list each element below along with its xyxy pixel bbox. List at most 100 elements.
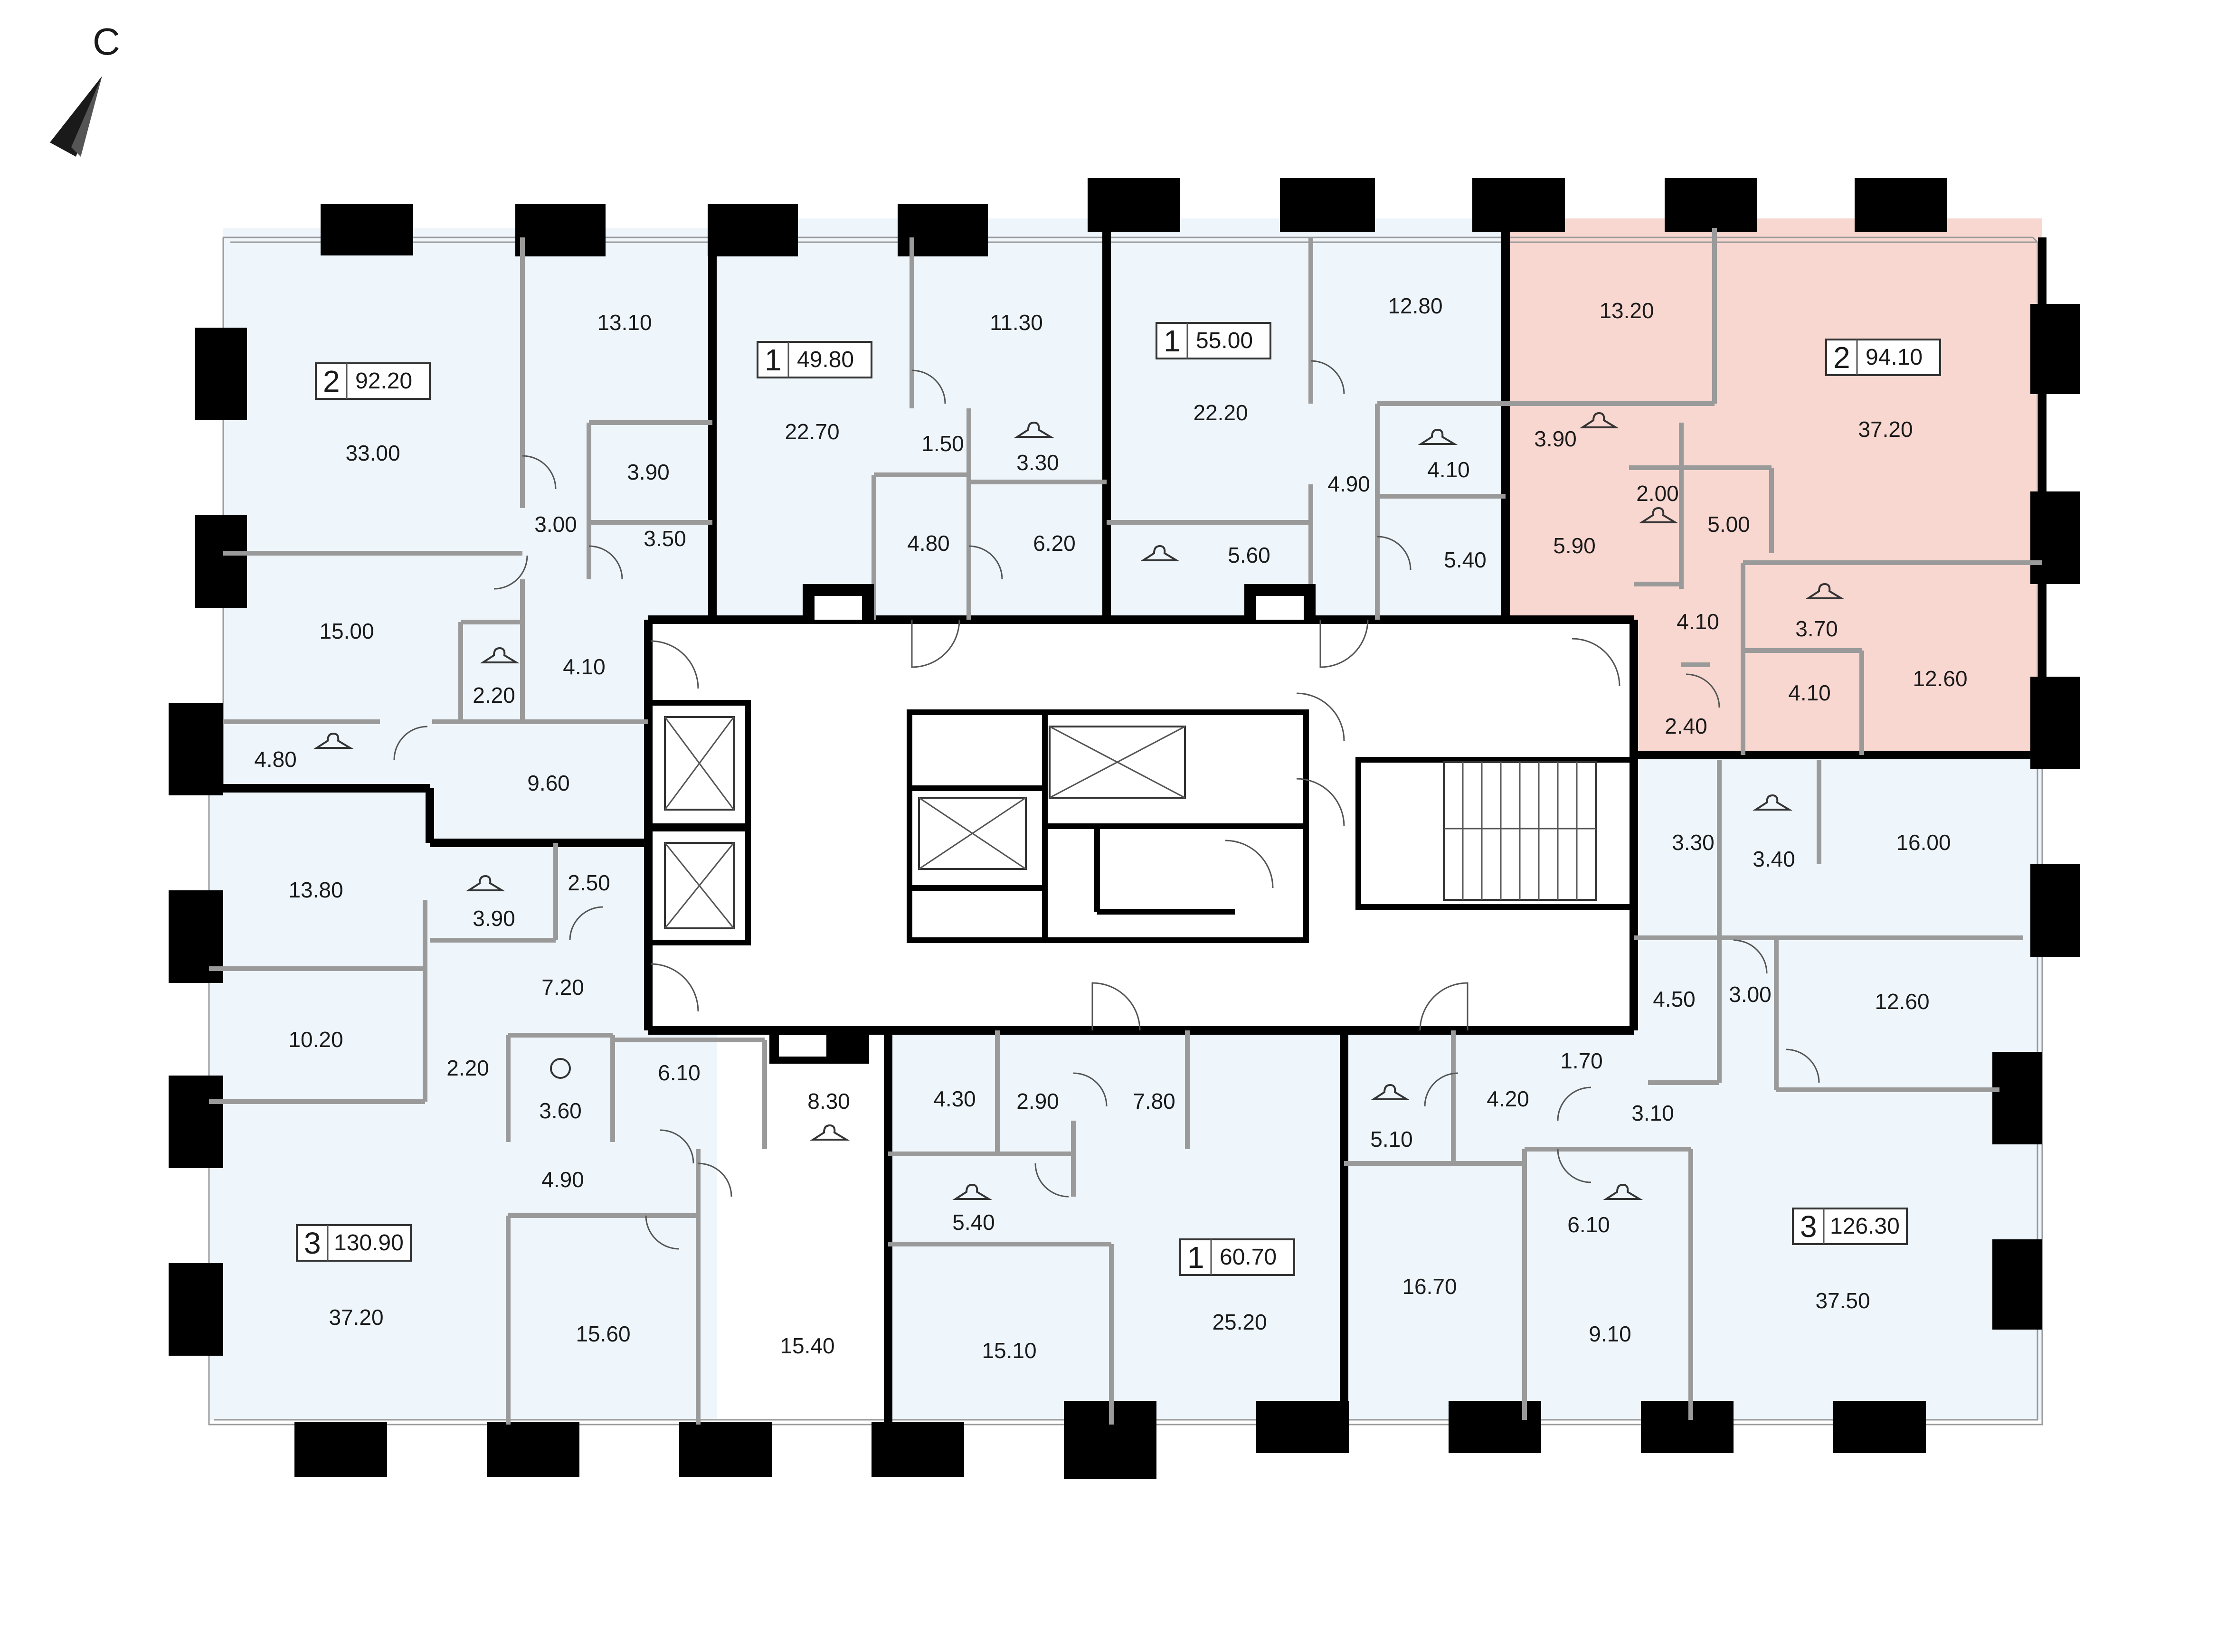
room-area: 4.10 (563, 654, 606, 679)
room-area: 2.20 (446, 1056, 489, 1080)
unit-apt-n2[interactable] (1107, 218, 1506, 620)
room-area: 3.00 (534, 512, 577, 537)
room-area: 12.80 (1388, 293, 1442, 318)
total-area: 126.30 (1830, 1214, 1900, 1239)
room-area: 5.60 (1228, 543, 1270, 567)
apartment-label-sw[interactable]: 3 130.90 (296, 1224, 412, 1262)
room-area: 4.90 (1327, 472, 1370, 496)
room-area: 11.30 (990, 310, 1043, 335)
room-area: 3.30 (1016, 450, 1059, 475)
hanger-icon (1805, 583, 1845, 599)
room-area: 4.10 (1677, 609, 1719, 634)
total-area: 60.70 (1220, 1245, 1277, 1270)
hanger-icon (1140, 545, 1180, 561)
room-area: 4.80 (254, 747, 297, 772)
room-area: 5.10 (1370, 1127, 1413, 1152)
room-area: 3.60 (539, 1098, 582, 1123)
apartment-label-s1[interactable]: 1 60.70 (1179, 1238, 1295, 1276)
hanger-icon (313, 732, 354, 749)
apartment-label-n2[interactable]: 1 55.00 (1156, 322, 1271, 359)
building-fill (209, 218, 2042, 1420)
hanger-icon (1753, 794, 1793, 811)
rooms-count: 2 (323, 364, 340, 398)
room-area: 22.20 (1193, 400, 1248, 425)
partitions (209, 228, 2042, 1425)
hanger-icon (1639, 507, 1679, 523)
room-area: 12.60 (1875, 989, 1929, 1014)
apartment-label-nw[interactable]: 2 92.20 (315, 362, 431, 400)
room-area: 5.90 (1553, 533, 1596, 558)
room-area: 3.70 (1795, 616, 1838, 641)
apartment-label-n1[interactable]: 1 49.80 (757, 341, 872, 378)
room-area: 13.20 (1599, 298, 1654, 323)
north-indicator: С (50, 20, 120, 157)
room-area: 37.20 (329, 1305, 383, 1330)
room-area: 4.30 (933, 1086, 976, 1111)
room-area: 4.10 (1427, 457, 1470, 482)
room-area: 3.00 (1729, 982, 1772, 1007)
rooms-count: 3 (304, 1226, 321, 1260)
washer-icon (550, 1058, 571, 1079)
room-area: 37.20 (1858, 417, 1913, 442)
stair-icon (1443, 761, 1597, 901)
room-area: 3.90 (627, 460, 670, 484)
room-labels: 33.00 13.10 3.90 3.00 3.50 15.00 2.20 4.… (254, 293, 1967, 1363)
room-area: 2.00 (1636, 481, 1679, 506)
total-area: 130.90 (334, 1230, 404, 1256)
unit-apt-nw[interactable] (223, 228, 715, 788)
room-area: 4.90 (541, 1167, 584, 1192)
room-area: 37.50 (1815, 1288, 1870, 1313)
room-area: 13.80 (288, 878, 343, 902)
room-area: 25.20 (1212, 1310, 1267, 1334)
hanger-icon (1418, 428, 1458, 445)
hanger-icon (810, 1124, 850, 1141)
room-area: 1.50 (921, 431, 964, 456)
room-area: 5.40 (952, 1210, 995, 1235)
apartment-label-ne[interactable]: 2 94.10 (1825, 339, 1941, 376)
room-area: 7.20 (541, 975, 584, 1000)
north-label: С (93, 20, 120, 63)
room-area: 2.90 (1016, 1089, 1059, 1114)
room-area: 4.10 (1788, 680, 1831, 705)
room-area: 13.10 (597, 310, 652, 335)
hanger-icon (1370, 1084, 1411, 1100)
room-area: 3.90 (473, 906, 515, 931)
rooms-count: 1 (765, 343, 782, 377)
room-area: 8.30 (807, 1089, 850, 1114)
north-arrow-icon (50, 76, 102, 157)
total-area: 55.00 (1196, 328, 1253, 353)
hanger-icon (1579, 412, 1620, 428)
room-area: 15.00 (319, 619, 374, 643)
room-area: 1.70 (1560, 1048, 1603, 1073)
room-area: 3.50 (644, 526, 686, 551)
total-area: 94.10 (1866, 345, 1923, 370)
room-area: 3.10 (1631, 1101, 1674, 1125)
total-area: 49.80 (797, 347, 854, 372)
room-area: 6.10 (1567, 1212, 1610, 1237)
hanger-icon (480, 647, 520, 663)
room-area: 33.00 (345, 441, 400, 465)
total-area: 92.20 (355, 368, 412, 394)
room-area: 3.30 (1672, 830, 1715, 855)
elevator-icon (664, 842, 735, 929)
room-area: 16.70 (1402, 1274, 1457, 1299)
apartment-label-se[interactable]: 3 126.30 (1792, 1208, 1908, 1245)
room-area: 15.40 (780, 1333, 834, 1358)
building-core (664, 584, 1597, 1064)
room-area: 15.10 (982, 1338, 1036, 1363)
room-area: 6.10 (658, 1060, 701, 1085)
room-area: 4.80 (907, 531, 950, 556)
room-area: 2.20 (473, 683, 515, 708)
doors (393, 360, 1820, 1250)
rooms-count: 2 (1833, 340, 1850, 375)
room-area: 4.50 (1653, 987, 1696, 1011)
hanger-icon (1603, 1183, 1643, 1200)
room-area: 3.90 (1534, 426, 1577, 451)
unit-apt-s1[interactable] (888, 1030, 1344, 1420)
room-area: 9.10 (1589, 1322, 1631, 1346)
elevator-icon (664, 716, 735, 811)
hanger-icon (465, 875, 506, 891)
room-area: 5.00 (1707, 512, 1750, 537)
room-area: 15.60 (576, 1322, 630, 1346)
